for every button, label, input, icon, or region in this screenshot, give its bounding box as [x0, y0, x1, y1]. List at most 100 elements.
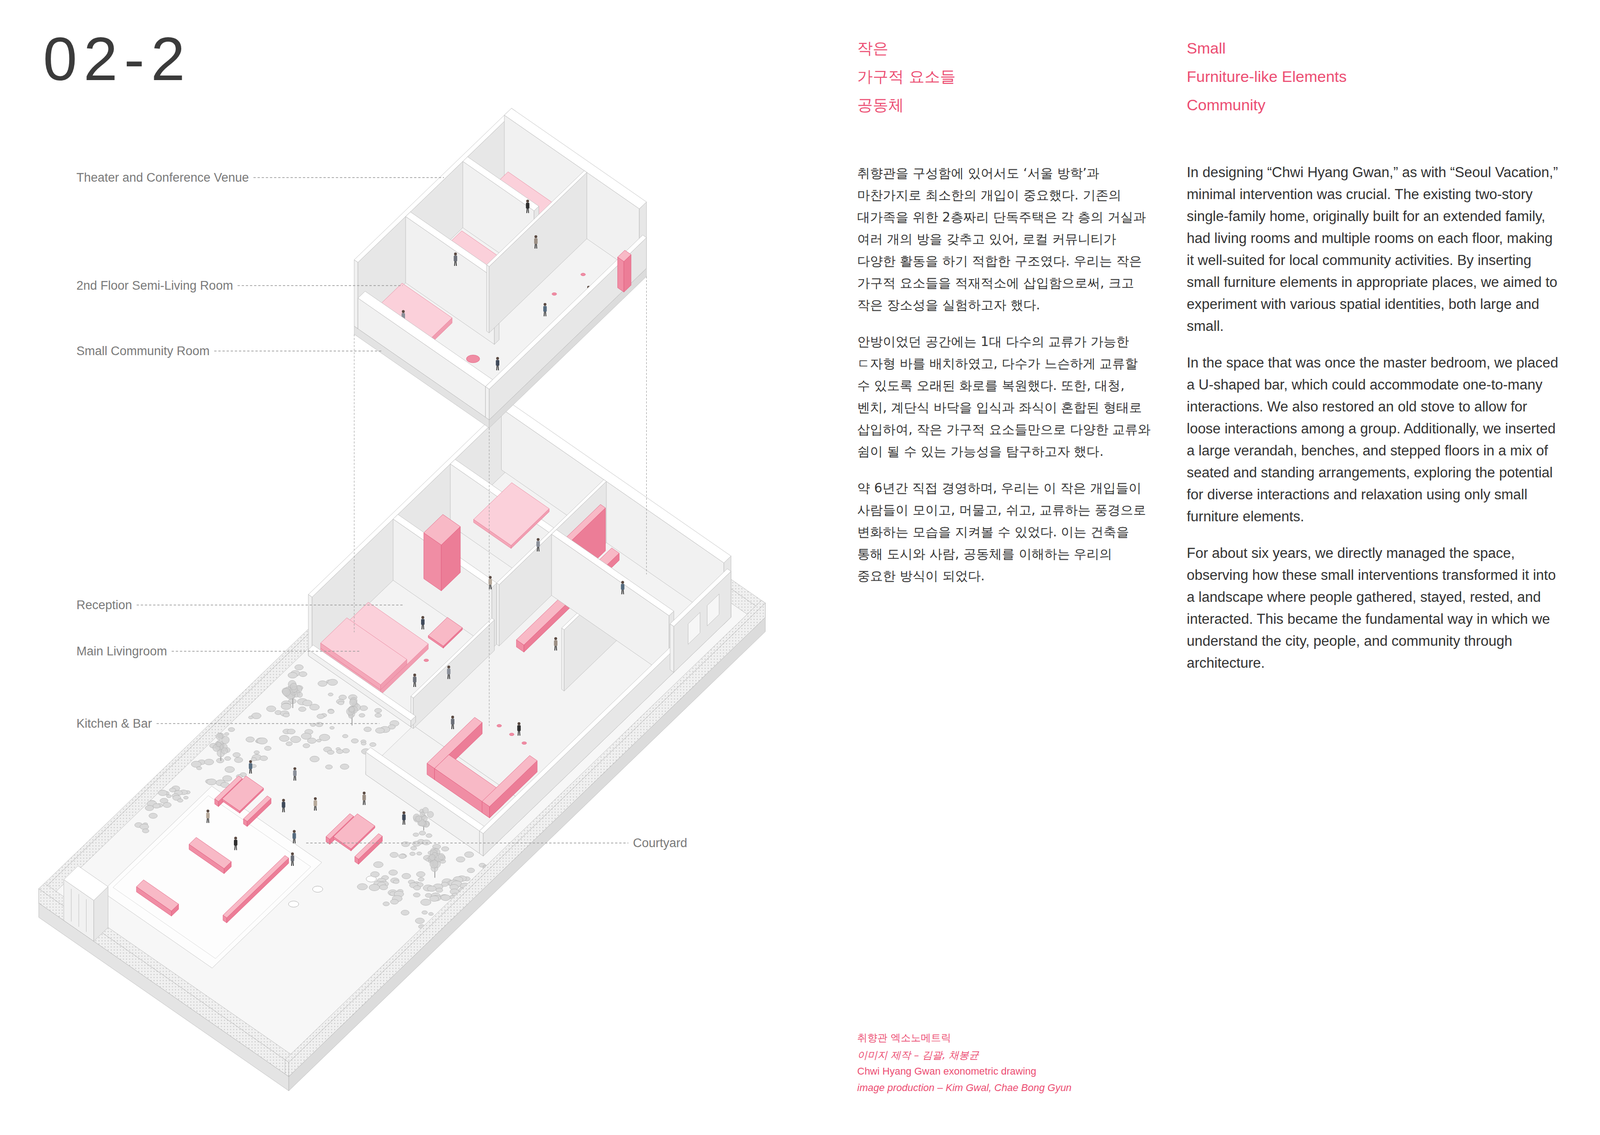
- pink-stool: [509, 733, 514, 736]
- gravel-stone: [281, 703, 292, 710]
- heading-keyword: Community: [1186, 95, 1266, 114]
- gravel-stone: [421, 839, 431, 845]
- person-leg: [206, 817, 208, 823]
- person-leg: [283, 807, 286, 813]
- gravel-stone: [429, 895, 439, 902]
- gravel-stone: [142, 828, 149, 833]
- pink-bench: [243, 795, 271, 822]
- gravel-stone: [373, 861, 384, 868]
- gravel-stone: [145, 805, 154, 811]
- round-table: [466, 355, 480, 363]
- gravel-stone: [307, 737, 317, 744]
- pink-accent: [617, 250, 632, 262]
- gravel-stone: [327, 679, 338, 686]
- gravel-stone: [196, 766, 202, 770]
- person-head: [293, 767, 297, 770]
- tree-foliage: [427, 811, 434, 818]
- person-leg: [451, 724, 453, 730]
- person-leg: [421, 624, 423, 630]
- person-figure: [205, 809, 210, 823]
- gravel-stone: [148, 813, 157, 819]
- person-figure: [553, 637, 558, 651]
- gravel-stone: [287, 672, 298, 679]
- gravel-stone: [336, 749, 344, 754]
- wall: [354, 259, 358, 330]
- gravel-stone: [279, 735, 290, 742]
- gravel-stone: [169, 788, 176, 793]
- facade: [479, 647, 675, 834]
- leader-line: [171, 650, 360, 652]
- gravel-stone: [368, 884, 380, 891]
- gravel-stone: [309, 756, 320, 763]
- person-leg: [455, 260, 457, 266]
- person-leg: [207, 817, 210, 823]
- pink-bench: [354, 833, 383, 860]
- person-leg: [622, 589, 625, 595]
- leader-line: [237, 285, 403, 287]
- person-head: [554, 637, 557, 640]
- gravel-stone: [464, 851, 474, 858]
- person-leg: [452, 724, 455, 730]
- gravel-stone: [416, 871, 426, 877]
- gravel-stone: [259, 756, 268, 761]
- gravel-stone: [298, 706, 306, 712]
- gravel-stone: [398, 854, 406, 859]
- gravel-stone: [361, 741, 367, 746]
- gravel-stone: [412, 841, 421, 847]
- person-head: [362, 791, 366, 795]
- person-head: [413, 673, 417, 677]
- pink-stool: [551, 292, 557, 296]
- gravel-stone: [363, 727, 372, 732]
- gravel-stone: [400, 910, 410, 916]
- gravel-stone: [410, 846, 417, 850]
- boulder: [288, 901, 299, 908]
- person-figure: [543, 302, 547, 317]
- person-head: [313, 797, 317, 800]
- person-head: [402, 811, 406, 815]
- person-body: [421, 618, 425, 625]
- person-body: [292, 832, 297, 839]
- person-body: [362, 794, 367, 801]
- person-leg: [315, 805, 317, 811]
- person-figure: [290, 852, 295, 866]
- person-leg: [292, 860, 294, 866]
- courtyard-pit: [102, 786, 322, 969]
- person-body: [292, 770, 297, 777]
- gravel-stone: [338, 701, 345, 705]
- wall: [551, 534, 670, 677]
- pink-stool: [497, 724, 502, 728]
- tree-foliage: [297, 691, 303, 698]
- person-leg: [447, 674, 449, 680]
- sill: [308, 644, 416, 721]
- gravel-stone: [234, 757, 243, 763]
- callout-label: Small Community Room: [76, 343, 210, 359]
- tree-foliage: [415, 816, 422, 822]
- gravel-stone: [390, 899, 399, 905]
- leader-line: [253, 177, 444, 179]
- person-body: [313, 800, 318, 806]
- gravel-stone: [286, 729, 296, 735]
- gravel-stone: [183, 796, 189, 800]
- person-head: [206, 809, 210, 813]
- person-head: [454, 252, 457, 256]
- heading-keyword: Furniture-like Elements: [1186, 67, 1347, 86]
- gravel-stone: [327, 750, 335, 755]
- gravel-stone: [419, 831, 426, 836]
- person-figure: [281, 799, 286, 813]
- heading-keyword: 작은: [857, 38, 889, 58]
- callout-label: Kitchen & Bar: [76, 716, 152, 731]
- gravel-stone: [401, 873, 411, 879]
- person-figure: [450, 715, 455, 730]
- person-leg: [535, 243, 538, 249]
- gravel-stone: [224, 766, 235, 773]
- person-figure: [292, 767, 297, 781]
- person-leg: [402, 819, 405, 825]
- gravel-stone: [412, 832, 419, 837]
- person-leg: [362, 800, 365, 806]
- facade: [670, 623, 674, 673]
- person-figure: [447, 665, 451, 679]
- body-paragraph: 취향관을 구성함에 있어서도 ‘서울 방학’과 마찬가지로 최소한의 개입이 중…: [857, 162, 1155, 317]
- person-leg: [490, 584, 492, 590]
- person-leg: [294, 838, 296, 844]
- person-leg: [536, 546, 539, 552]
